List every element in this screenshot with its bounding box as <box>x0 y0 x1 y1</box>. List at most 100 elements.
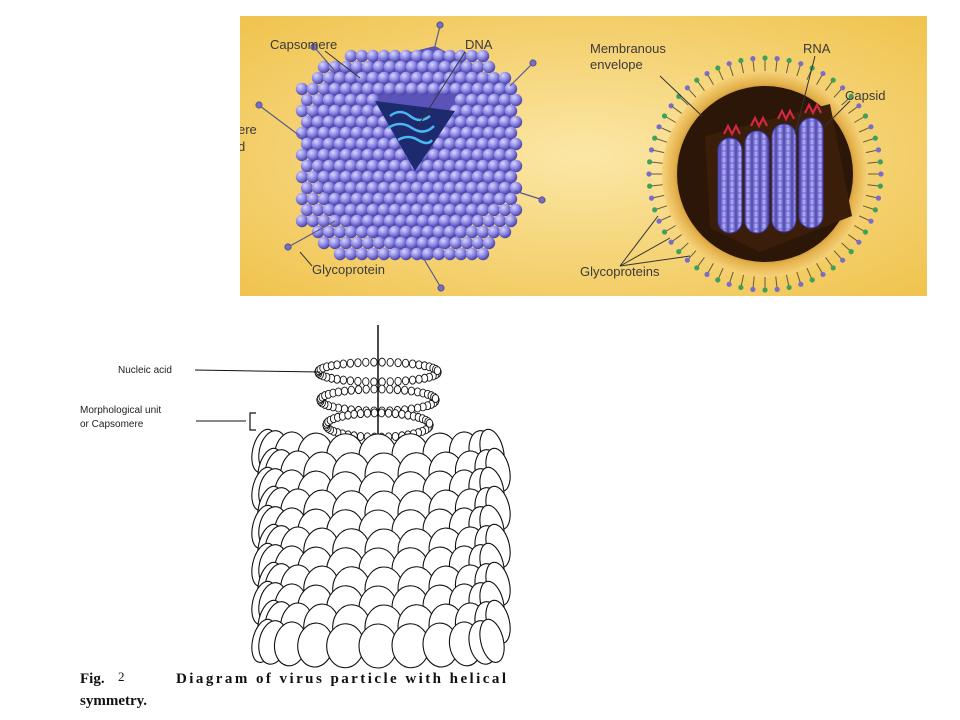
nucleic-acid-bead <box>393 385 402 395</box>
capsomere-sphere <box>493 82 507 96</box>
capsomere-sphere <box>427 170 441 184</box>
capsomere-sphere <box>317 82 331 96</box>
capsomere-sphere <box>300 203 314 217</box>
capsomere-sphere <box>421 247 435 261</box>
capsomere-sphere <box>427 192 441 206</box>
capsomere-sphere <box>306 82 320 96</box>
capsomere-sphere <box>361 170 375 184</box>
capsomere-sphere <box>482 170 496 184</box>
capsomere-sphere <box>482 60 496 74</box>
capsomere-sphere <box>372 214 386 228</box>
capsomere-sphere <box>471 60 485 74</box>
capsomere-sphere <box>394 214 408 228</box>
capsomere-sphere <box>350 60 364 74</box>
capsomere-sphere <box>333 225 347 239</box>
capsomere-sphere <box>311 181 325 195</box>
capsomere-sphere <box>339 170 353 184</box>
capsomere-sphere <box>487 115 501 129</box>
capsomere-sphere <box>465 225 479 239</box>
capsomere-sphere <box>306 126 320 140</box>
capsomere-sphere <box>454 159 468 173</box>
capsomere-sphere <box>427 82 441 96</box>
capsomere-sphere <box>383 192 397 206</box>
capsomere-sphere <box>460 214 474 228</box>
capsomere-sphere <box>383 60 397 74</box>
capsomere-sphere <box>421 181 435 195</box>
glycoprotein-knob <box>668 103 674 109</box>
capsomere-sphere <box>504 126 518 140</box>
capsomere-sphere <box>493 192 507 206</box>
capsomere-sphere <box>454 71 468 85</box>
capsomere-sphere <box>482 126 496 140</box>
capsomere-sphere <box>355 93 369 107</box>
capsomere-sphere <box>295 192 309 206</box>
capsomere-sphere <box>339 236 353 250</box>
capsomere-sphere <box>333 93 347 107</box>
nucleic-acid-bead <box>339 375 348 385</box>
capsomere-sphere <box>372 170 386 184</box>
capsomere-sphere <box>416 82 430 96</box>
nucleic-acid-bead <box>384 408 393 418</box>
capsomere-sphere <box>438 82 452 96</box>
icosahedral-virus: Capsomere DNA Glycoprotein ere d <box>240 21 546 292</box>
capsomere-sphere <box>317 126 331 140</box>
capsomere-sphere <box>361 82 375 96</box>
capsomere-sphere <box>476 137 490 151</box>
glycoprotein-knob <box>694 77 700 83</box>
capsomere-sphere <box>454 137 468 151</box>
capsomere-sphere <box>333 137 347 151</box>
capsomere-sphere <box>317 192 331 206</box>
capsomere-sphere <box>454 115 468 129</box>
capsomere-sphere <box>487 225 501 239</box>
capsomere-sphere <box>322 115 336 129</box>
glycoprotein-knob <box>875 195 882 201</box>
capsomere-sphere <box>300 137 314 151</box>
capsomere-sphere <box>394 82 408 96</box>
capsomere-sphere <box>432 247 446 261</box>
glycoprotein-knob <box>856 103 862 109</box>
glycoprotein-knob <box>786 57 792 64</box>
nucleic-acid-bead <box>386 357 394 367</box>
capsomere-sphere <box>471 126 485 140</box>
caption-fig: Fig. <box>80 671 105 687</box>
capsomere-sphere <box>399 181 413 195</box>
capsomere-sphere <box>405 82 419 96</box>
capsomere-sphere <box>366 93 380 107</box>
glycoprotein-knob <box>786 284 792 291</box>
glycoprotein-knob <box>661 113 668 119</box>
top-virus-figure: Capsomere DNA Glycoprotein ere d Membran… <box>240 16 927 296</box>
capsomere-sphere <box>344 247 358 261</box>
capsomere-sphere <box>394 170 408 184</box>
nucleic-acid-bead <box>431 394 440 403</box>
glycoprotein-knob <box>878 171 884 177</box>
glycoprotein-knob <box>830 265 836 271</box>
capsomere-sphere <box>344 49 358 63</box>
capsomere-sphere <box>449 214 463 228</box>
capsomere-sphere <box>465 181 479 195</box>
capsomere-sphere <box>460 104 474 118</box>
nucleic-acid-bead <box>391 409 400 419</box>
capsomere-sphere <box>388 247 402 261</box>
capsomere-sphere <box>471 104 485 118</box>
nucleic-acid-bead <box>370 408 379 418</box>
capsomere-sphere <box>465 159 479 173</box>
capsomere-sphere <box>306 148 320 162</box>
capsomere-sphere <box>460 148 474 162</box>
partial-label-2: d <box>240 139 245 154</box>
capsomere-sphere <box>322 159 336 173</box>
enveloped-virus: Membranous envelope RNA Capsid Glycoprot… <box>580 41 885 293</box>
capsomere-sphere <box>410 49 424 63</box>
capsomere-sphere <box>322 225 336 239</box>
capsomere-sphere <box>328 82 342 96</box>
capsomere-sphere <box>405 60 419 74</box>
capsomere-sphere <box>465 49 479 63</box>
capsomere-sphere <box>493 126 507 140</box>
capsomere-sphere <box>504 192 518 206</box>
capsomere-sphere <box>427 236 441 250</box>
capsomere-sphere <box>394 60 408 74</box>
capsomere-sphere <box>482 236 496 250</box>
nucleic-acid-bead <box>401 358 410 368</box>
capsomere-sphere <box>355 159 369 173</box>
capsomere-sphere <box>322 181 336 195</box>
glycoprotein-knob <box>868 218 874 224</box>
